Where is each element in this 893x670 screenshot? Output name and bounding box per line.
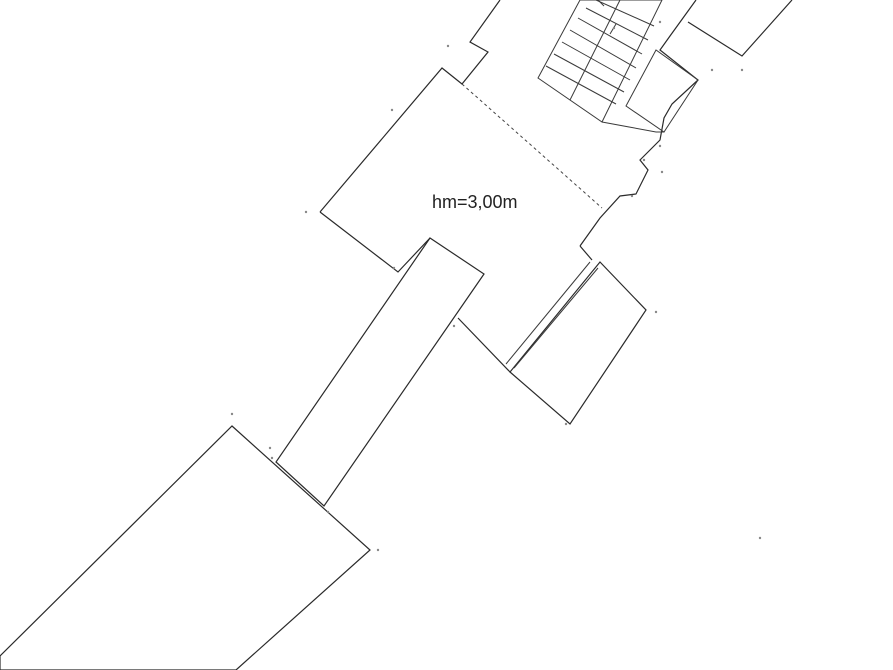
- corridor: [275, 237, 485, 507]
- main-room-right-step: [579, 245, 593, 261]
- lower-right-room-inner-wall-b: [513, 267, 599, 369]
- stair-side-room: [625, 49, 699, 133]
- staircase-treads: [545, 0, 655, 105]
- staircase-outline: [537, 0, 663, 123]
- large-lower-room: [0, 425, 371, 670]
- lower-right-room: [509, 261, 647, 425]
- main-room-left-lower-wall: [319, 211, 431, 273]
- reference-dots: [230, 20, 762, 552]
- upper-right-room: [687, 0, 793, 57]
- lower-right-room-inner-wall-a: [505, 261, 591, 365]
- dashed-opening: [461, 83, 603, 209]
- main-room-right-wall: [579, 0, 699, 247]
- main-room-outline: [319, 0, 501, 213]
- stair-landing: [601, 121, 664, 133]
- room-height-label: hm=3,00m: [432, 192, 518, 212]
- main-room-lower-wall: [457, 317, 511, 373]
